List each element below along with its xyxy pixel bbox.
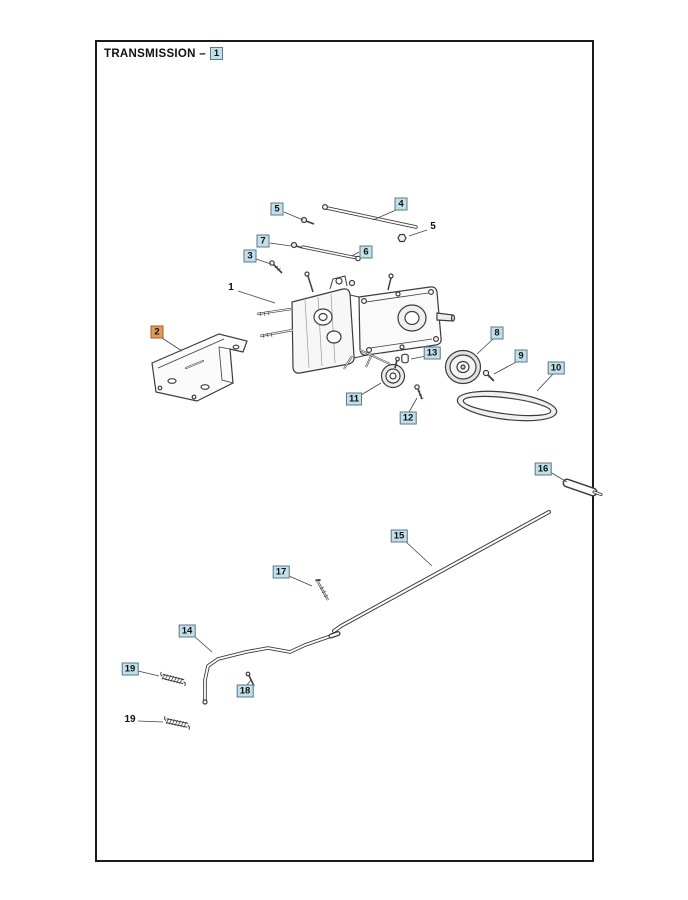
callout-19-boxed[interactable]: 19 — [121, 662, 139, 676]
callout-13-boxed[interactable]: 13 — [423, 346, 441, 360]
callout-12-boxed[interactable]: 12 — [399, 411, 417, 425]
callout-2-highlight[interactable]: 2 — [150, 325, 164, 339]
part-nut-5 — [397, 233, 407, 243]
part-rod-bent-14 — [202, 631, 341, 705]
callout-4-boxed[interactable]: 4 — [394, 197, 408, 211]
callout-6-boxed[interactable]: 6 — [359, 245, 373, 259]
part-mounting-bracket — [151, 333, 248, 402]
part-transmission-assembly — [256, 271, 456, 374]
title-callout-box[interactable]: 1 — [209, 47, 223, 60]
callout-3-boxed[interactable]: 3 — [243, 249, 257, 263]
callout-15-boxed[interactable]: 15 — [390, 529, 408, 543]
part-screw-12 — [414, 384, 424, 400]
part-rod-long-15 — [332, 510, 551, 633]
callout-18-boxed[interactable]: 18 — [236, 684, 254, 698]
callout-8-boxed[interactable]: 8 — [490, 326, 504, 340]
callout-1-plain: 1 — [228, 282, 234, 293]
part-sleeve-16 — [562, 478, 603, 497]
page-title: TRANSMISSION – — [104, 47, 206, 60]
part-pin-17 — [315, 579, 329, 601]
callout-16-boxed[interactable]: 16 — [534, 462, 552, 476]
part-bolt-9 — [482, 369, 495, 382]
part-rod-4 — [322, 204, 418, 229]
part-bolt-5 — [300, 216, 315, 225]
part-spacer-13 — [401, 353, 409, 364]
part-rod-6 — [301, 245, 361, 262]
callout-5-boxed[interactable]: 5 — [270, 202, 284, 216]
part-drive-belt — [456, 390, 558, 422]
callout-5-plain: 5 — [430, 221, 436, 232]
leader-lines — [137, 209, 568, 723]
callout-11-boxed[interactable]: 11 — [345, 392, 363, 406]
part-pin-18 — [245, 671, 255, 687]
part-pulley-large — [444, 349, 482, 385]
callout-7-boxed[interactable]: 7 — [256, 234, 270, 248]
title-row: TRANSMISSION – 1 — [104, 47, 223, 60]
part-pulley-small — [380, 356, 406, 389]
callout-17-boxed[interactable]: 17 — [272, 565, 290, 579]
callout-9-boxed[interactable]: 9 — [514, 349, 528, 363]
callout-14-boxed[interactable]: 14 — [178, 624, 196, 638]
callout-19-plain: 19 — [124, 714, 136, 725]
callout-10-boxed[interactable]: 10 — [547, 361, 565, 375]
